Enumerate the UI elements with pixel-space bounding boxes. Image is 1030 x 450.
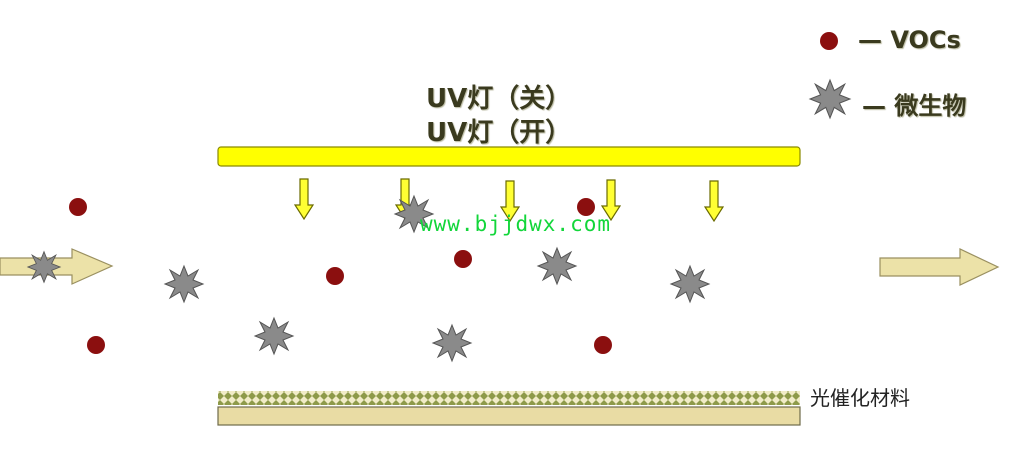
microbe-particle xyxy=(254,317,294,355)
uv-lamp-off-label: UV灯（关） xyxy=(426,84,572,114)
microbe-particle xyxy=(432,324,472,362)
voc-particles xyxy=(69,198,612,354)
microbe-particle xyxy=(164,265,204,303)
catalyst-textured-layer xyxy=(218,391,800,405)
uv-lamp-bar xyxy=(217,146,801,167)
uv-ray-arrow xyxy=(704,180,724,222)
outflow-arrow xyxy=(879,248,1000,286)
watermark-text: www.bjjdwx.com xyxy=(420,212,612,236)
voc-particle xyxy=(594,336,612,354)
catalyst-label: 光催化材料 xyxy=(810,386,910,410)
voc-particle xyxy=(454,250,472,268)
microbe-particle xyxy=(537,247,577,285)
legend-microbe-label: — 微生物 xyxy=(862,92,967,120)
uv-lamp-on-label: UV灯（开） xyxy=(426,118,572,148)
microbe-particle xyxy=(27,251,61,283)
legend-microbe-icon xyxy=(809,79,851,119)
voc-particle xyxy=(577,198,595,216)
legend-voc-dot xyxy=(820,32,838,50)
catalyst-base-plate xyxy=(217,406,801,426)
legend-vocs-label: — VOCs xyxy=(858,26,961,54)
microbe-particle xyxy=(670,265,710,303)
voc-particle xyxy=(69,198,87,216)
voc-particle xyxy=(326,267,344,285)
voc-particle xyxy=(87,336,105,354)
uv-ray-arrow xyxy=(294,178,314,220)
